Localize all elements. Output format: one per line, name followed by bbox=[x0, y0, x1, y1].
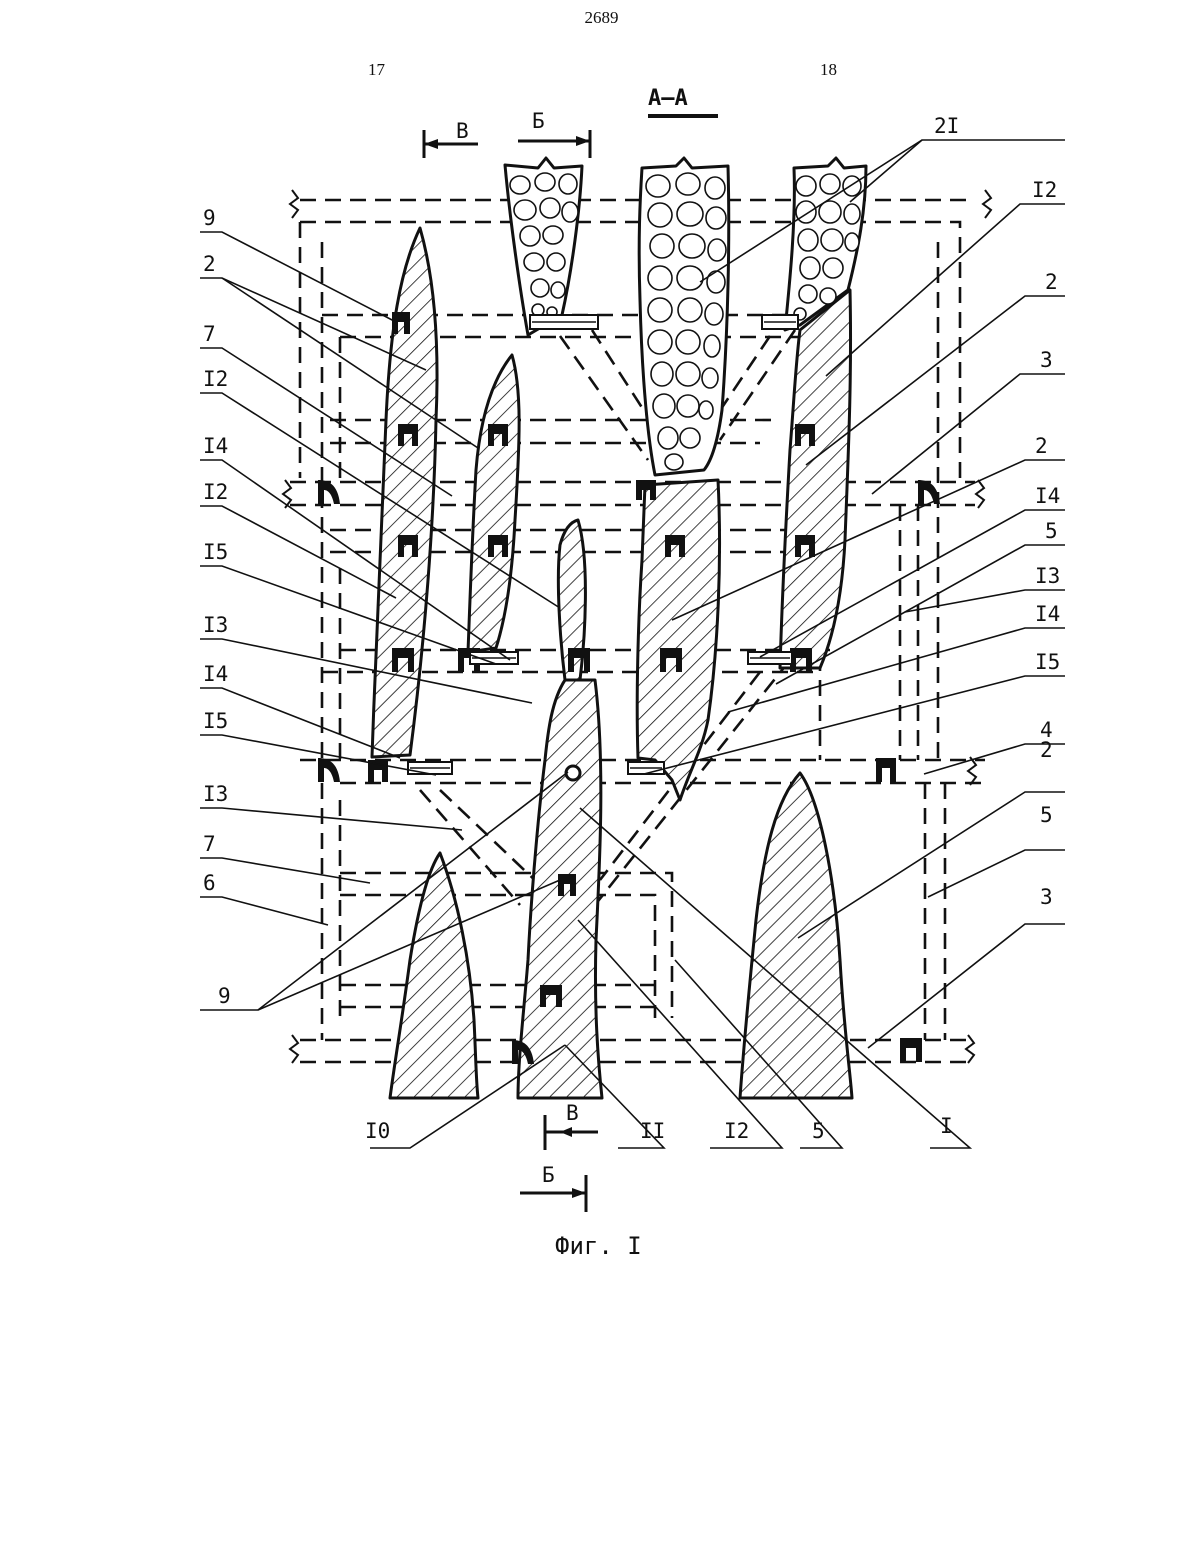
callout-labels-bottom: I0 II I2 5 I bbox=[365, 1114, 953, 1143]
section-mark-v-top: В bbox=[456, 119, 469, 143]
label-bottom-2: I2 bbox=[724, 1119, 749, 1143]
label-right-7: I3 bbox=[1035, 564, 1060, 588]
label-left-1: 2 bbox=[203, 252, 216, 276]
callout-labels-right: 2I I2 2 3 2 I4 5 I3 I4 I5 4 2 5 3 bbox=[934, 114, 1060, 909]
section-mark-top: В Б bbox=[424, 109, 590, 158]
label-right-3: 3 bbox=[1040, 348, 1053, 372]
label-left-2: 7 bbox=[203, 322, 216, 346]
label-right-12: 5 bbox=[1040, 803, 1053, 827]
chute-grates bbox=[408, 315, 798, 774]
section-mark-v-bottom: В bbox=[566, 1101, 579, 1125]
label-right-11: 2 bbox=[1040, 738, 1053, 762]
label-bottom-1: II bbox=[640, 1119, 665, 1143]
section-mark-b-top: Б bbox=[532, 109, 545, 133]
label-left-10: I3 bbox=[203, 782, 228, 806]
label-bottom-0: I0 bbox=[365, 1119, 390, 1143]
label-left-7: I3 bbox=[203, 613, 228, 637]
ore-body-left-tall bbox=[372, 228, 437, 757]
leader-lines bbox=[200, 140, 1065, 1148]
label-right-1: I2 bbox=[1032, 178, 1057, 202]
ore-body-lower-right bbox=[740, 773, 852, 1098]
label-left-4: I4 bbox=[203, 434, 228, 458]
ore-body-lower-left bbox=[390, 853, 478, 1098]
label-left-12: 6 bbox=[203, 871, 216, 895]
label-bottom-3: 5 bbox=[812, 1119, 825, 1143]
label-right-4: 2 bbox=[1035, 434, 1048, 458]
label-left-3: I2 bbox=[203, 367, 228, 391]
label-right-0: 2I bbox=[934, 114, 959, 138]
callout-labels-left: 9 2 7 I2 I4 I2 I5 I3 I4 I5 I3 7 6 9 bbox=[203, 206, 231, 1008]
section-mark-bottom: В Б bbox=[520, 1101, 598, 1212]
label-left-0: 9 bbox=[203, 206, 216, 230]
label-right-6: 5 bbox=[1045, 519, 1058, 543]
label-left-8: I4 bbox=[203, 662, 228, 686]
label-bottom-4: I bbox=[940, 1114, 953, 1138]
label-left-5: I2 bbox=[203, 480, 228, 504]
label-right-8: I4 bbox=[1035, 602, 1060, 626]
figure-caption: Фиг. I bbox=[555, 1232, 642, 1260]
label-left-13: 9 bbox=[218, 984, 231, 1008]
label-left-9: I5 bbox=[203, 709, 228, 733]
label-right-5: I4 bbox=[1035, 484, 1060, 508]
label-right-13: 3 bbox=[1040, 885, 1053, 909]
ore-body-right-upper bbox=[780, 290, 851, 668]
label-right-2: 2 bbox=[1045, 270, 1058, 294]
ore-body-center-tall bbox=[637, 480, 719, 800]
section-title: А–А bbox=[648, 86, 688, 111]
ore-body-center-left bbox=[468, 355, 519, 652]
section-mark-b-bottom: Б bbox=[542, 1163, 555, 1187]
label-right-9: I5 bbox=[1035, 650, 1060, 674]
label-left-11: 7 bbox=[203, 832, 216, 856]
label-left-6: I5 bbox=[203, 540, 228, 564]
